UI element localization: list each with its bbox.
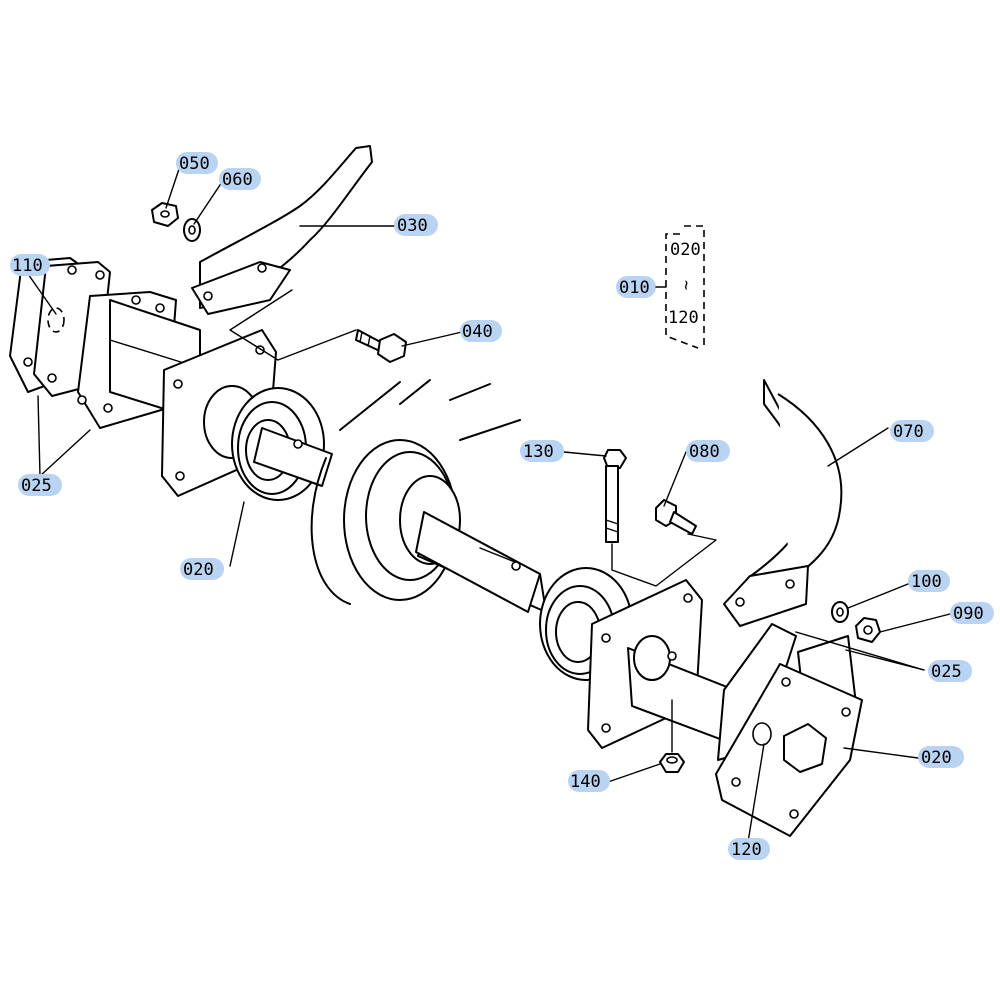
label-130: 130 [523, 442, 554, 462]
center-drum [310, 379, 547, 613]
range-to: 120 [668, 308, 699, 328]
washer-060 [183, 218, 201, 242]
callout-110: 110 [10, 254, 50, 276]
callout-080: 080 [686, 440, 730, 462]
bolt-130 [603, 449, 627, 543]
callout-025-right: 025 [928, 660, 972, 682]
label-020-left: 020 [183, 560, 214, 580]
callout-010: 010 [616, 276, 656, 298]
nut-140 [659, 753, 685, 773]
label-100: 100 [911, 572, 942, 592]
label-050: 050 [179, 154, 210, 174]
callout-020-right: 020 [918, 746, 964, 768]
label-025-right: 025 [931, 662, 962, 682]
washer-100 [831, 601, 849, 623]
label-020-right: 020 [921, 748, 952, 768]
callout-025-left: 025 [18, 474, 62, 496]
range-from: 020 [670, 240, 701, 260]
callout-130: 130 [520, 440, 564, 462]
bolt-080 [655, 499, 697, 535]
left-tine [191, 145, 373, 315]
right-end-plate [715, 663, 863, 837]
label-110: 110 [12, 256, 43, 276]
label-025-left: 025 [21, 476, 52, 496]
callout-120: 120 [728, 838, 770, 860]
callout-040: 040 [460, 320, 502, 342]
bolt-routing-lines [229, 289, 717, 753]
callout-090: 090 [950, 602, 994, 624]
label-090: 090 [953, 604, 984, 624]
range-tilde: ~ [676, 280, 696, 290]
right-tine [723, 379, 843, 627]
label-060: 060 [222, 170, 253, 190]
callout-100: 100 [908, 570, 950, 592]
label-120: 120 [731, 840, 762, 860]
label-010: 010 [619, 278, 650, 298]
label-140: 140 [570, 772, 601, 792]
callout-030: 030 [394, 214, 438, 236]
bolt-040 [355, 329, 407, 363]
callout-140: 140 [568, 770, 610, 792]
label-070: 070 [893, 422, 924, 442]
center-shaft-left [253, 427, 333, 487]
label-030: 030 [397, 216, 428, 236]
callout-050: 050 [176, 152, 218, 174]
callout-020-left: 020 [180, 558, 224, 580]
nut-050 [151, 202, 179, 227]
nut-090 [855, 617, 881, 643]
label-040: 040 [462, 322, 493, 342]
hidden-hole-outline [47, 307, 65, 333]
callout-060: 060 [219, 168, 261, 190]
label-080: 080 [689, 442, 720, 462]
assembly-range-bracket: 020 ~ 120 [655, 225, 705, 349]
callout-leaders [27, 165, 951, 843]
callout-070: 070 [890, 420, 934, 442]
